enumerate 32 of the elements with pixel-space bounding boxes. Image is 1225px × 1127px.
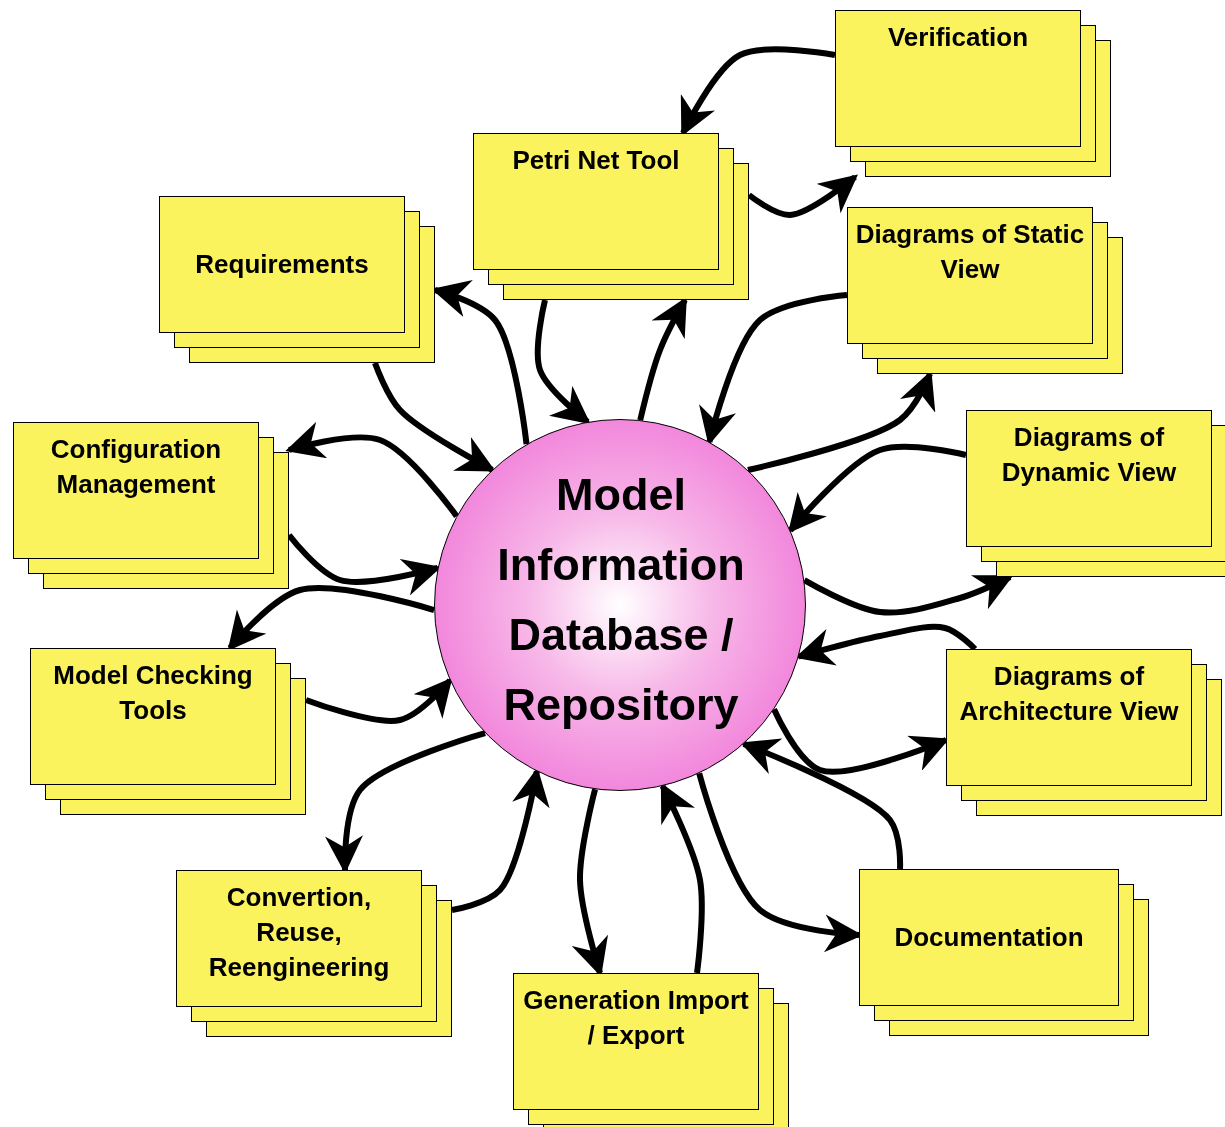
document-stack: [835, 10, 1111, 177]
document-stack: [847, 207, 1123, 374]
curved-arrow: [740, 738, 904, 870]
document-stack: [159, 196, 435, 363]
node-label: Generation Import / Export: [522, 984, 750, 1052]
node-label: Petri Net Tool: [511, 144, 681, 177]
node-label: Diagrams of Dynamic View: [1000, 421, 1178, 489]
document-stack: [859, 869, 1149, 1036]
node-label: Convertion, Reuse, Reengineering: [207, 881, 391, 984]
document-stack: [946, 649, 1222, 816]
curved-arrow: [227, 585, 435, 651]
node-label: Requirements: [194, 248, 370, 281]
document-stack: [513, 973, 789, 1127]
node-label: Configuration Management: [49, 433, 223, 501]
node-label: Documentation: [893, 921, 1085, 954]
curved-arrow: [787, 443, 967, 534]
curved-arrow: [802, 574, 1014, 616]
curved-arrow: [304, 677, 453, 724]
curved-arrow: [285, 422, 459, 518]
curved-arrow: [372, 361, 496, 473]
document-stack: [966, 410, 1225, 577]
document-stack: [30, 648, 306, 815]
document-stack: [13, 422, 289, 589]
document-stack: [176, 870, 452, 1037]
node-label: Model Checking Tools: [52, 659, 254, 727]
curved-arrow: [747, 174, 858, 218]
node-label: Verification: [886, 21, 1030, 54]
document-stack: [473, 133, 749, 300]
node-label: Model Information Database / Repository: [496, 468, 746, 732]
curved-arrow: [534, 299, 591, 425]
node-label: Diagrams of Architecture View: [958, 660, 1180, 728]
node-label: Diagrams of Static View: [855, 218, 1085, 286]
